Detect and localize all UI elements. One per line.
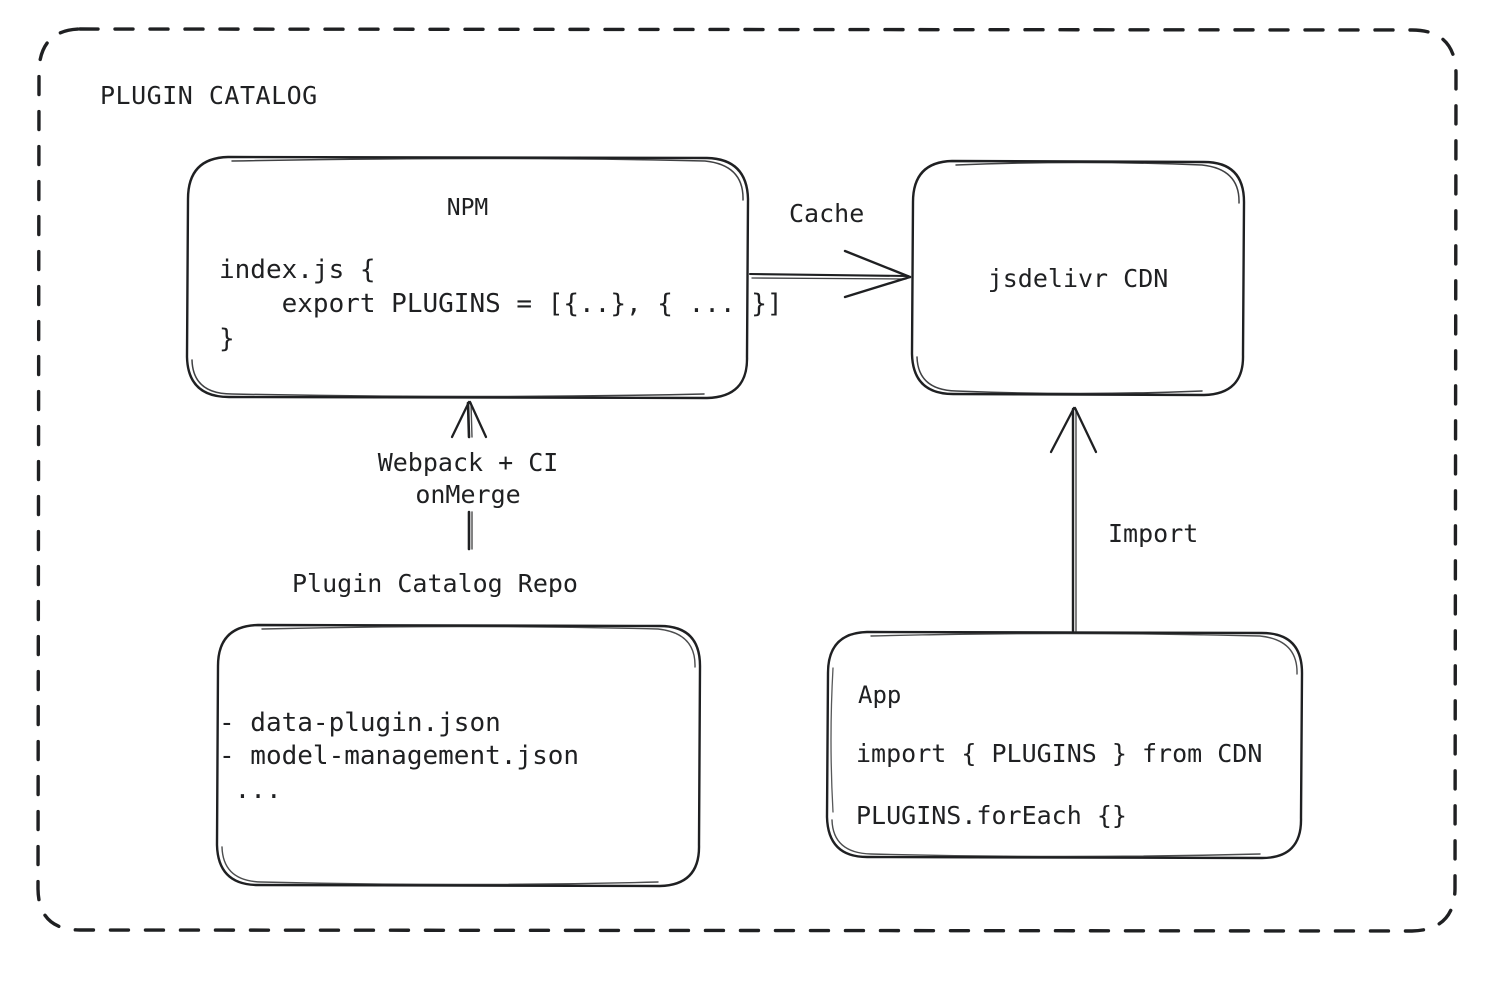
app-node-title: App bbox=[858, 681, 902, 709]
npm-node-code: index.js { export PLUGINS = [{..}, { ...… bbox=[219, 255, 783, 354]
import-edge-arrow bbox=[1049, 406, 1098, 633]
app-node-import-line: import { PLUGINS } from CDN bbox=[856, 739, 1263, 768]
plugin-catalog-title: PLUGIN CATALOG bbox=[100, 81, 318, 110]
repo-node-outside-label: Plugin Catalog Repo bbox=[292, 569, 578, 598]
webpack-edge-label-line1: Webpack + CI bbox=[377, 448, 559, 477]
webpack-edge-label-line2: onMerge bbox=[415, 480, 521, 509]
app-node-foreach-line: PLUGINS.forEach {} bbox=[856, 801, 1127, 830]
import-edge-label: Import bbox=[1108, 519, 1199, 548]
repo-node-file-list: - data-plugin.json - model-management.js… bbox=[219, 708, 580, 805]
cache-edge-label: Cache bbox=[789, 199, 865, 228]
cdn-node-title: jsdelivr CDN bbox=[987, 264, 1169, 293]
npm-node-title: NPM bbox=[446, 195, 489, 221]
